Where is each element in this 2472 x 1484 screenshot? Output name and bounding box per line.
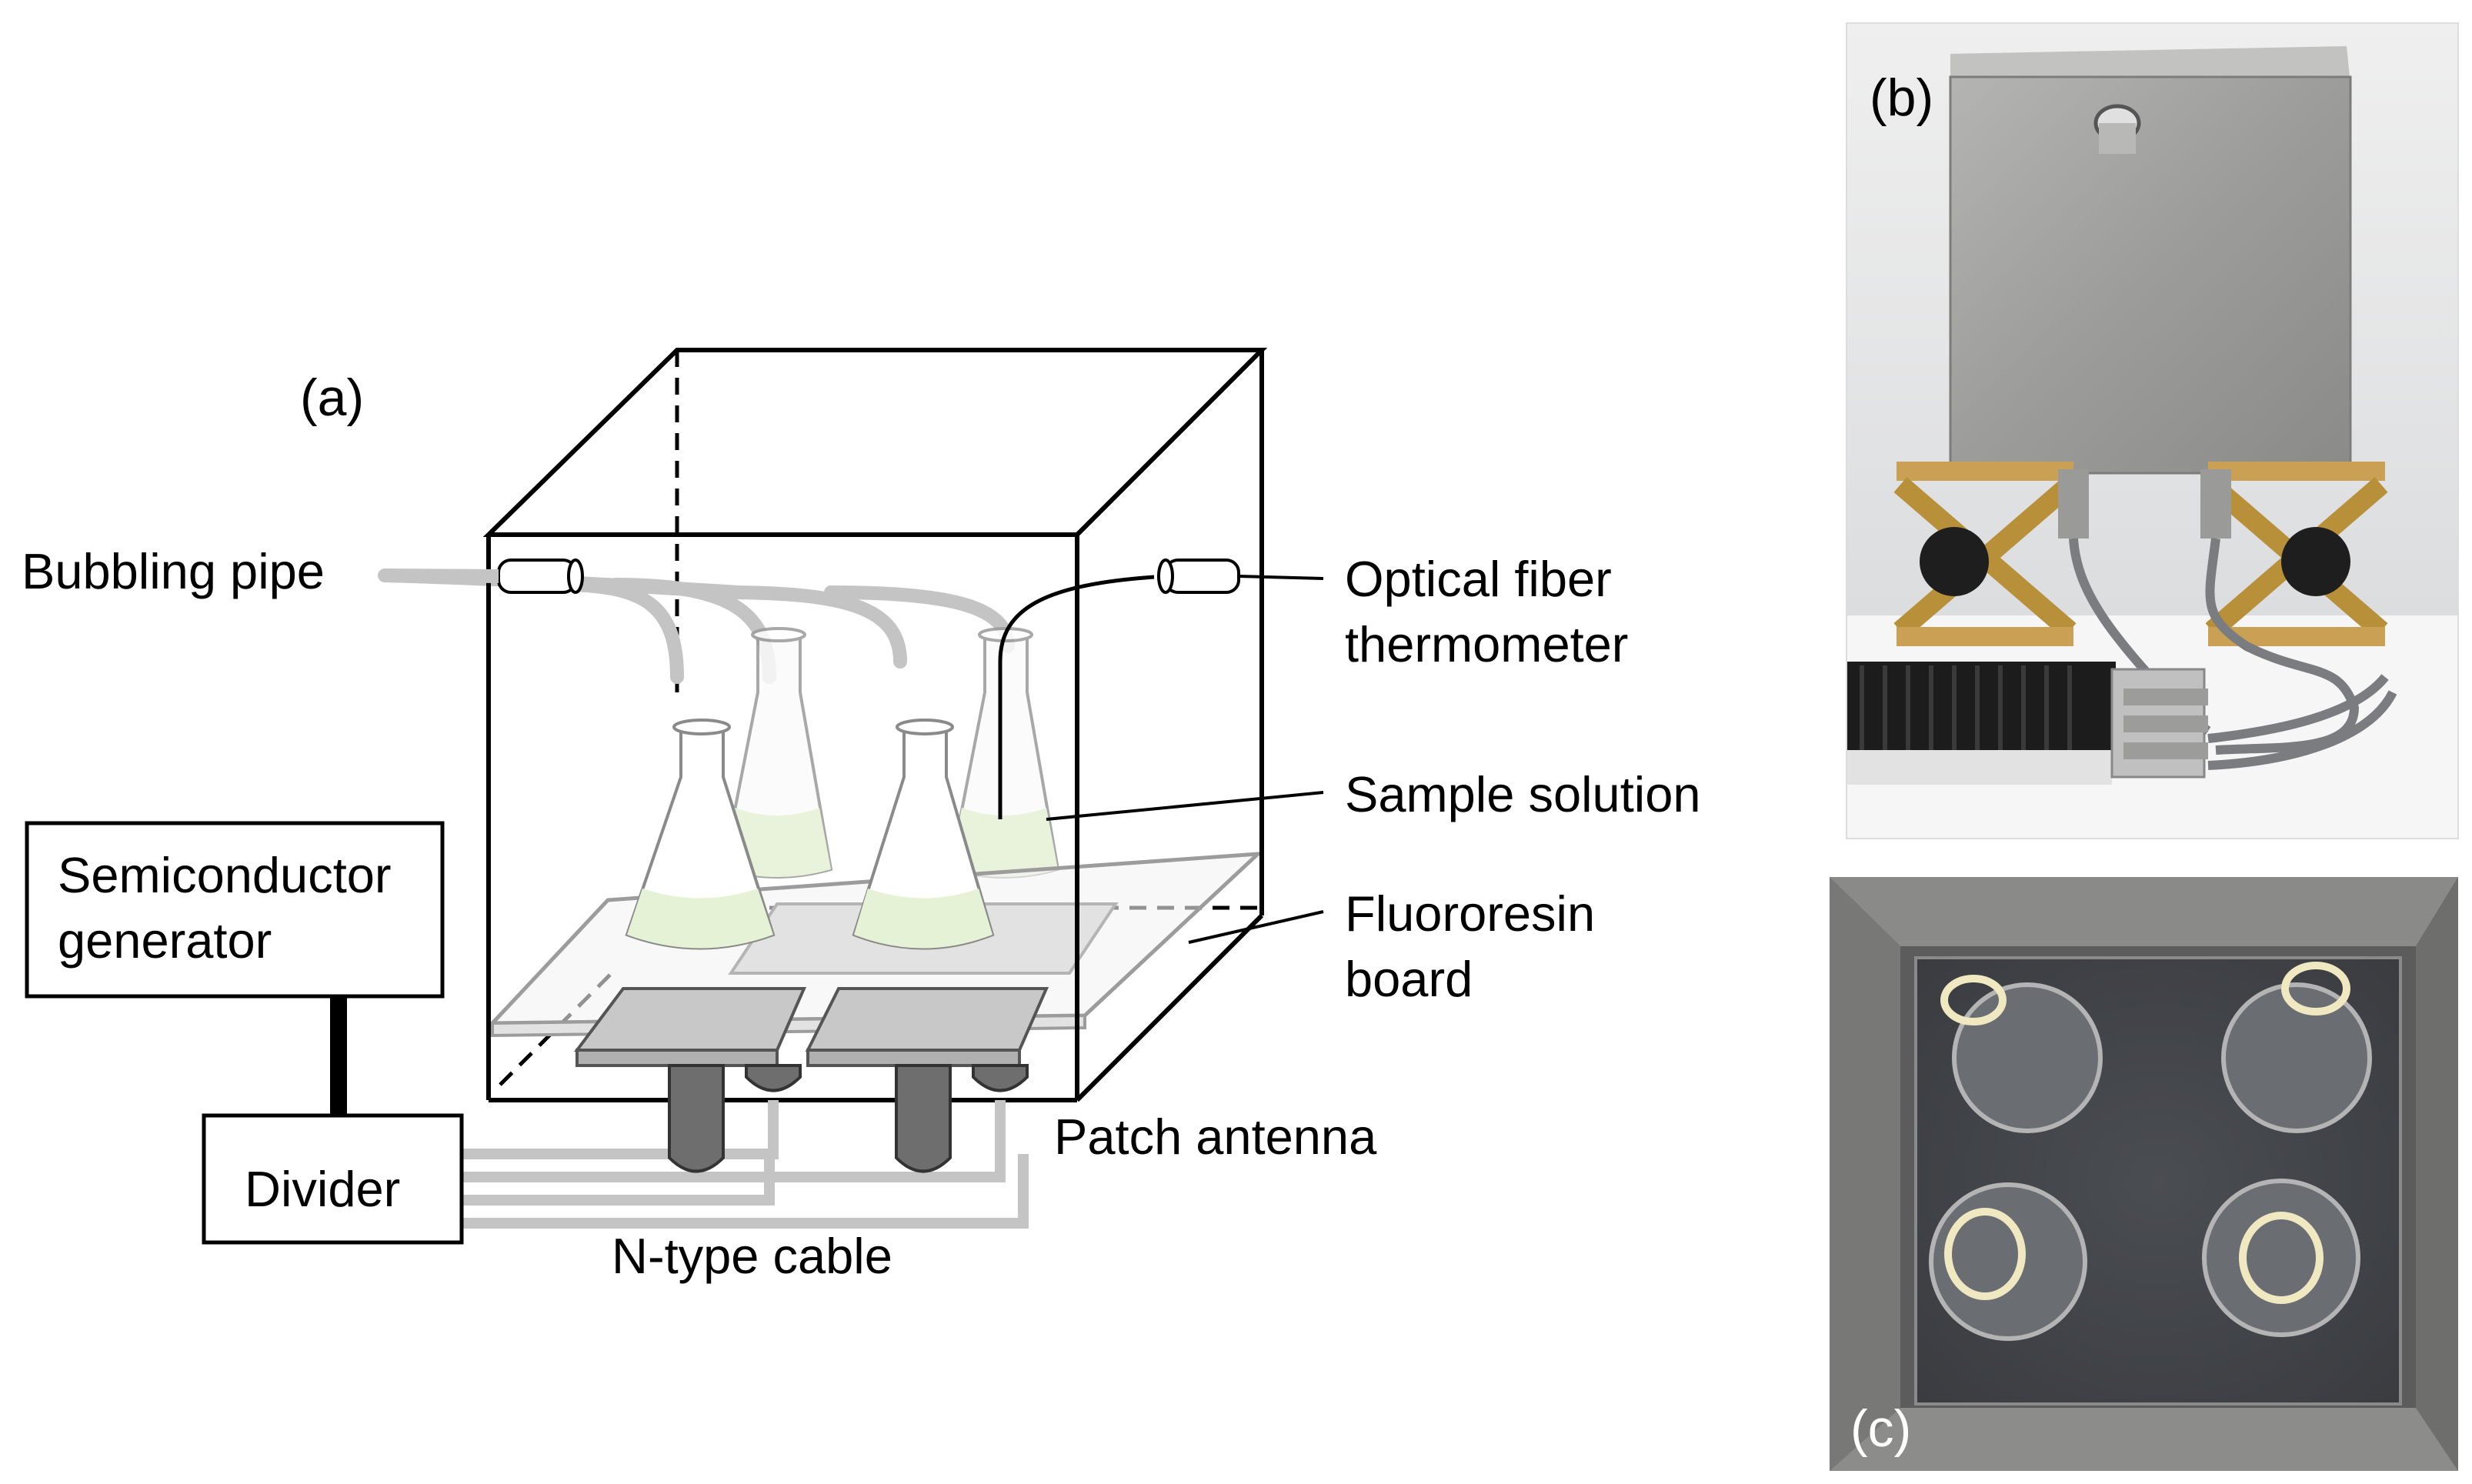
steel-box-body [1949,75,2352,475]
optical-fiber-line [998,575,1155,819]
panel-b-photo: (b) [1846,22,2459,839]
semiconductor-generator-box [25,821,445,999]
flask-front-right [852,719,995,950]
lab-jack-left [1893,462,2077,646]
patch-antenna-label: Patch antenna [1054,1109,1377,1165]
panel-a-label: (a) [300,368,364,427]
antenna-connectors [668,1064,1029,1173]
flask-back-right [948,627,1060,879]
bubbling-pipe-inlet [384,569,499,583]
n-type-cables [462,1100,1029,1229]
divider-label: Divider [245,1161,400,1217]
leader-lines [1046,575,1324,944]
bubbling-pipe-label: Bubbling pipe [22,543,325,599]
sample-solution-label: Sample solution [1345,766,1701,822]
antenna-plates-front [574,987,1049,1067]
divider-box [202,1113,464,1245]
panel-b-label: (b) [1870,68,1933,127]
optical-fiber-label-1: Optical fiber [1345,551,1612,607]
steel-box-top [1950,46,2350,85]
optical-fiber-label-2: thermometer [1345,616,1628,672]
semiconductor-label-1: Semiconductor [58,847,392,903]
bubbling-pipes [378,569,1015,684]
panel-a-schematic: (a) [22,348,1701,1284]
semiconductor-label-2: generator [58,912,272,969]
fluororesin-label-1: Fluororesin [1345,885,1595,942]
pipe-ports [497,559,1240,594]
panel-c-photo: (c) [1830,877,2458,1471]
shield-box [482,348,1268,1102]
lab-jack-right [2205,462,2388,646]
panel-c-label: (c) [1850,1399,1911,1458]
fluororesin-label-2: board [1345,951,1473,1007]
photo-c-flasks [1929,962,2372,1341]
flask-front-left [625,719,776,950]
n-type-cable-label: N-type cable [612,1228,892,1284]
